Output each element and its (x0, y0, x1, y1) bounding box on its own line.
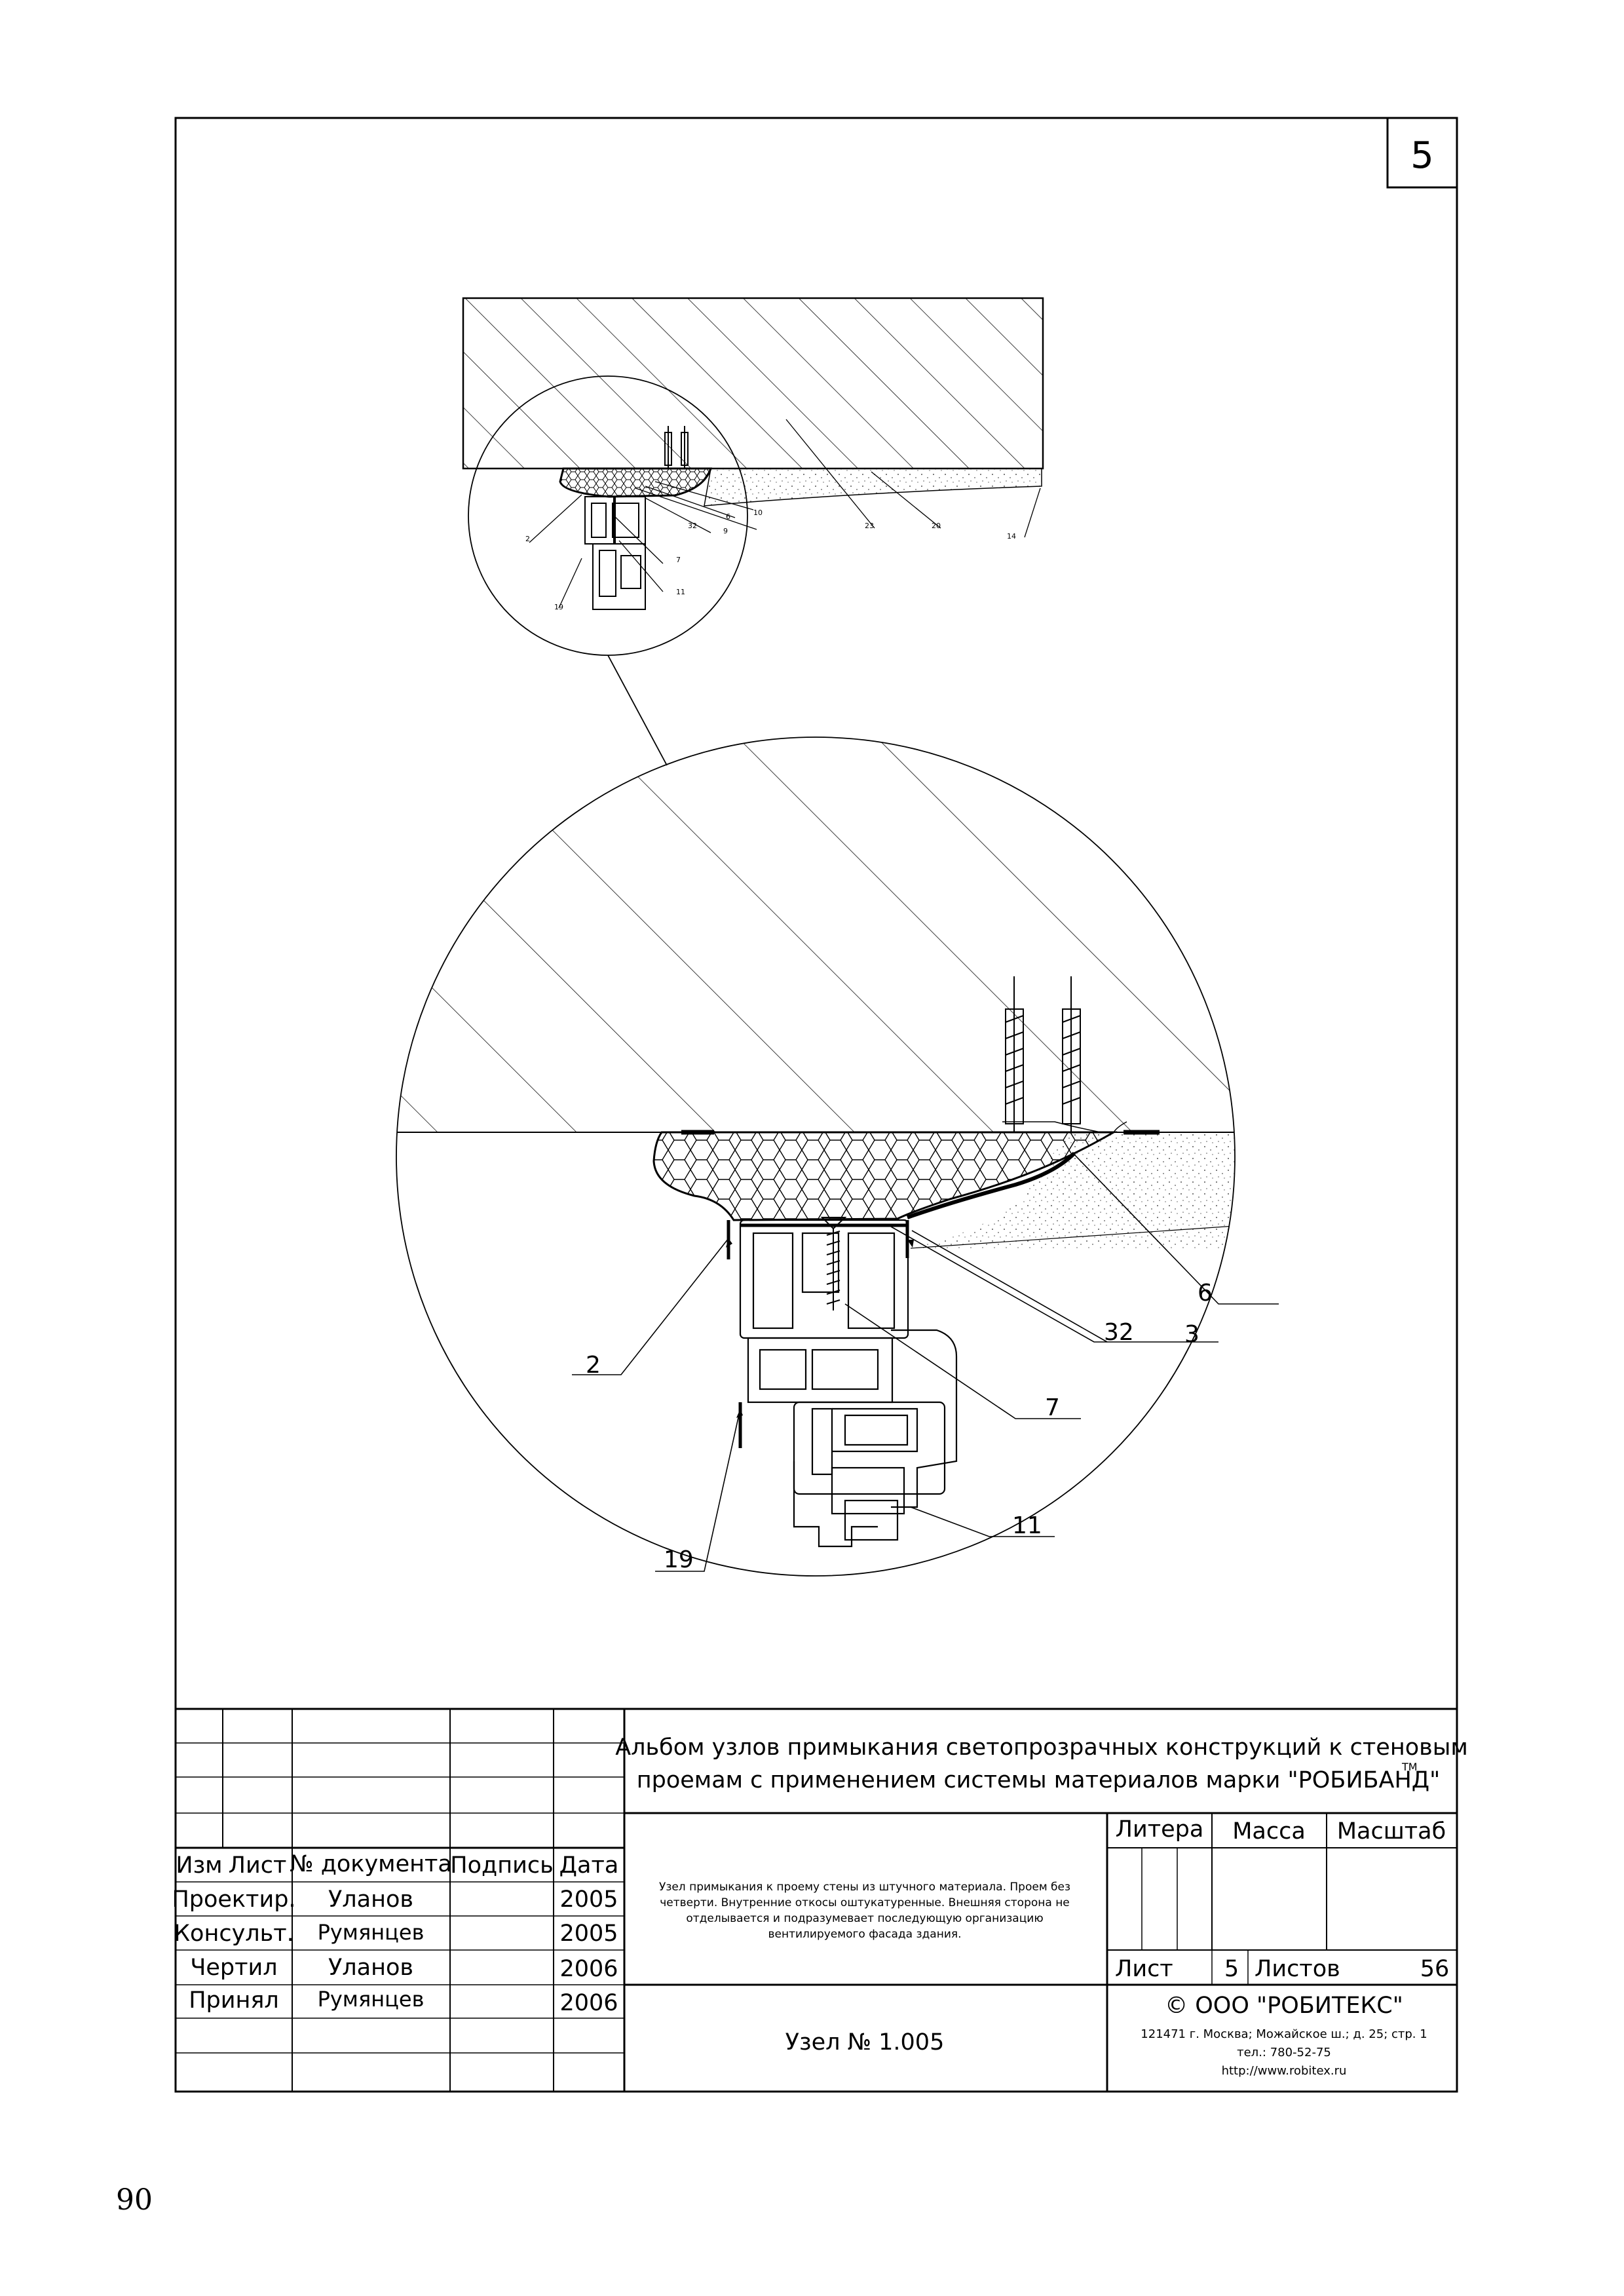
node-title: Узел № 1.005 (785, 2029, 945, 2056)
callout-23: 23 (865, 522, 874, 530)
detail-callout-7: 7 (1045, 1394, 1060, 1421)
date-designer: 2005 (559, 1886, 618, 1913)
plaster-slope (704, 468, 1042, 507)
callout-32: 32 (688, 522, 697, 530)
litera-label: Литера (1116, 1816, 1204, 1843)
name-consultant: Румянцев (318, 1920, 425, 1945)
company-phone: тел.: 780-52-75 (1237, 2046, 1331, 2059)
detail-drawing: 6 32 3 2 7 11 19 (396, 737, 1279, 1577)
detail-leaders (572, 1154, 1279, 1572)
detail-callout-3: 3 (1184, 1321, 1199, 1348)
title-block (176, 1708, 1457, 2092)
detail-callout-2: 2 (586, 1352, 601, 1379)
callout-10: 10 (753, 508, 763, 517)
anchor-dowels (664, 426, 689, 469)
callout-14: 14 (1007, 532, 1016, 541)
title-block-text: Альбом узлов примыкания светопрозрачных … (172, 1734, 1467, 2078)
date-drafter: 2006 (559, 1956, 618, 1982)
description-line1: Узел примыкания к проему стены из штучно… (659, 1881, 1070, 1894)
company-url: http://www.robitex.ru (1222, 2064, 1347, 2078)
detail-callout-32: 32 (1104, 1319, 1134, 1346)
leader-arrowheads (726, 1238, 914, 1418)
role-approver: Принял (189, 1987, 279, 2014)
window-frame-small (584, 496, 646, 610)
vapour-tape (906, 1151, 1076, 1219)
callout-20: 20 (932, 522, 941, 530)
detail-circle-large (396, 737, 1236, 1577)
mass-label: Масса (1232, 1818, 1306, 1845)
detail-callout-6: 6 (1198, 1280, 1213, 1307)
wall-detail-hatch (396, 737, 1235, 1132)
overview-drawing: 2 19 32 7 11 9 6 10 23 20 14 (462, 297, 1044, 656)
date-approver: 2006 (559, 1990, 618, 2016)
callout-11: 11 (676, 588, 685, 596)
scale-label: Масштаб (1337, 1818, 1446, 1845)
description-line2: четверти. Внутренние откосы оштукатуренн… (660, 1896, 1070, 1909)
role-drafter: Чертил (190, 1955, 277, 1981)
header-list: Лист (229, 1852, 287, 1879)
header-date: Дата (559, 1852, 619, 1879)
wall-section (462, 297, 1044, 470)
album-title-line2: проемам с применением системы материалов… (637, 1767, 1440, 1793)
window-frame-detail (739, 1219, 958, 1548)
sheet-number: 5 (1410, 134, 1434, 177)
company-name: © ООО "РОБИТЕКС" (1165, 1993, 1403, 2019)
name-drafter: Уланов (328, 1955, 413, 1981)
trademark: TM (1401, 1761, 1418, 1773)
description-line3: отделывается и подразумевает последующую… (686, 1912, 1043, 1925)
role-consultant: Консульт. (174, 1921, 294, 1947)
detail-callout-11: 11 (1012, 1512, 1042, 1539)
header-izm: Изм (176, 1852, 222, 1879)
anchor-dowels-detail (1005, 976, 1081, 1132)
detail-callout-19: 19 (664, 1546, 694, 1573)
overview-leaders (529, 419, 1041, 609)
name-approver: Румянцев (318, 1987, 425, 2012)
page-number: 90 (116, 2183, 153, 2217)
description-line4: вентилируемого фасада здания. (768, 1928, 961, 1941)
callout-9: 9 (723, 527, 728, 535)
detail-connector-line (607, 655, 668, 766)
album-title-line1: Альбом узлов примыкания светопрозрачных … (615, 1734, 1468, 1761)
header-signature: Подпись (450, 1852, 553, 1879)
sheet-value: 5 (1224, 1956, 1239, 1982)
name-designer: Уланов (328, 1886, 413, 1913)
company-address: 121471 г. Москва; Можайское ш.; д. 25; с… (1141, 2027, 1427, 2041)
callout-2: 2 (525, 535, 530, 543)
callout-6: 6 (726, 512, 730, 521)
header-doc-no: № документа (290, 1851, 452, 1877)
date-consultant: 2005 (559, 1921, 618, 1947)
role-designer: Проектир. (172, 1886, 295, 1913)
sheets-label: Листов (1255, 1956, 1340, 1982)
callout-19: 19 (554, 603, 563, 611)
sheet-number-box (1386, 117, 1458, 189)
sheets-value: 56 (1420, 1956, 1450, 1982)
sheet-label: Лист (1115, 1956, 1173, 1982)
plaster-detail (911, 1132, 1235, 1248)
callout-7: 7 (676, 556, 681, 564)
screw (820, 1217, 847, 1311)
foam-seal (559, 467, 713, 498)
sheet-frame (174, 117, 1458, 2093)
